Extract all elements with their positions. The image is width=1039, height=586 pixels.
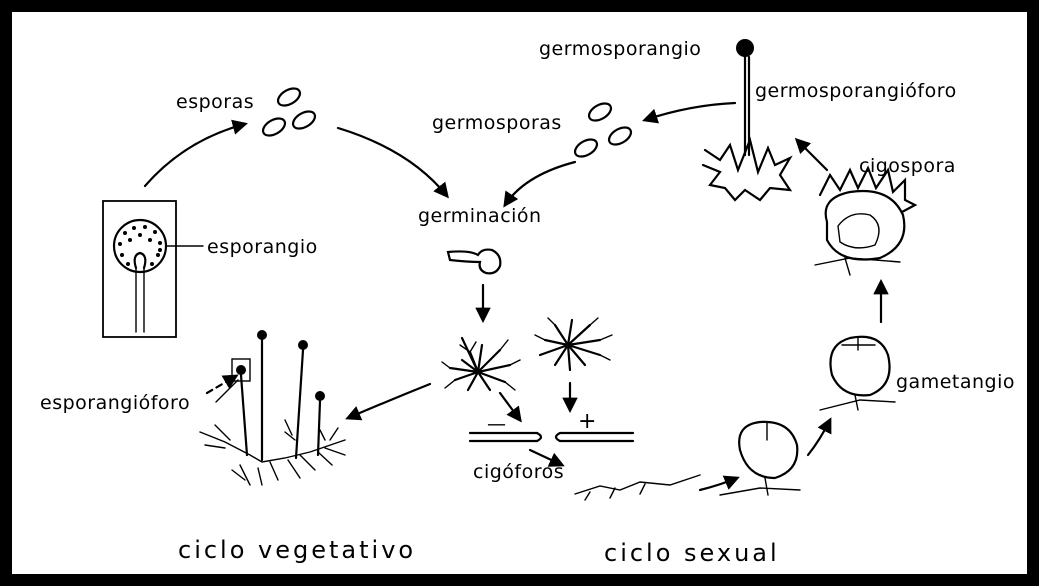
arrow-sporangium-to-spores (145, 124, 245, 186)
label-esporas: esporas (176, 91, 254, 113)
labels: esporas esporangio esporangióforo germin… (40, 38, 1015, 567)
sporangium-head (114, 220, 166, 272)
label-germosporangioforo: germosporangióforo (755, 80, 957, 102)
germling (448, 250, 500, 274)
sporangium-spores (118, 225, 162, 266)
arrow-germspores-to-germination (505, 162, 575, 205)
mycelium-plus (535, 318, 612, 370)
sporangium-box (103, 201, 176, 337)
sporangium-inset (103, 201, 203, 337)
germspores-group (572, 100, 634, 160)
label-minus: — (487, 413, 507, 435)
germspore-3 (606, 124, 634, 148)
label-esporangioforo: esporangióforo (40, 392, 190, 414)
label-gametangio: gametangio (896, 371, 1015, 393)
vegetative-mycelium (200, 330, 345, 485)
label-germosporangio: germosporangio (539, 38, 701, 60)
germsporangium-structure (703, 39, 790, 200)
spore-3 (290, 108, 318, 132)
label-germosporas: germosporas (432, 112, 562, 134)
germsporangium-head (736, 39, 754, 57)
sporangiophore-head-2 (298, 340, 308, 350)
label-germinacion: germinación (418, 205, 542, 227)
label-plus: + (578, 409, 597, 434)
arrow-to-young-zygote (700, 478, 737, 490)
mycelium-minus (442, 338, 520, 390)
gametangia (820, 337, 895, 410)
sporangiophore-head-3 (315, 391, 325, 401)
title-ciclo-sexual: ciclo sexual (604, 539, 780, 567)
arrow-spores-to-germination (338, 128, 447, 196)
title-ciclo-vegetativo: ciclo vegetativo (178, 536, 416, 564)
young-zygote (720, 422, 800, 495)
spore-2 (260, 115, 288, 139)
esporangioforo-leader (216, 380, 238, 402)
arrow-germsporangium-to-germspores (645, 103, 735, 120)
spores-group (260, 85, 318, 139)
columella (135, 253, 146, 268)
germspore-2 (572, 136, 600, 160)
arrow-cigospora-to-germsporangium (797, 140, 827, 170)
germspore-1 (586, 100, 614, 124)
spore-1 (275, 85, 303, 109)
label-cigospora: cigospora (859, 155, 956, 177)
arrow-to-vegetative (348, 384, 430, 418)
sporangiophore-head-1 (257, 330, 267, 340)
label-cigoforos: cigóforos (473, 461, 564, 483)
zygospore (815, 168, 915, 275)
label-esporangio: esporangio (207, 236, 318, 258)
arrow-to-gametangio (808, 420, 830, 455)
